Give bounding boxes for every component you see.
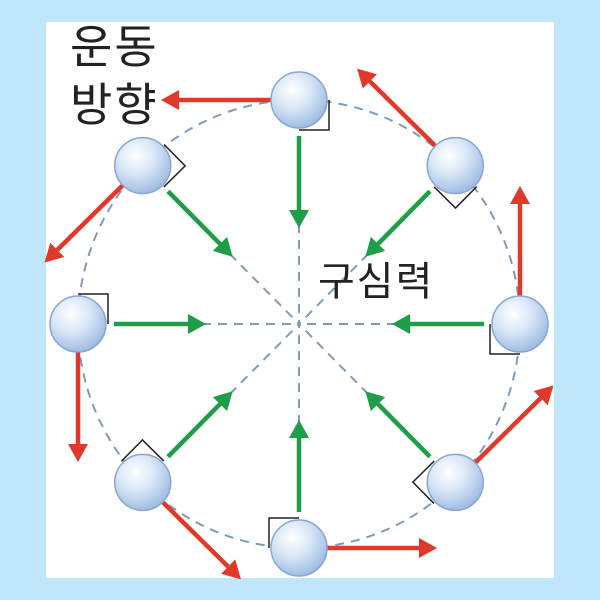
force-arrow-lower-right (365, 391, 432, 459)
motion-arrow-upper-right (357, 68, 437, 148)
force-arrow-bottom (289, 420, 309, 512)
force-arrow-left (114, 314, 206, 334)
ball-left (49, 295, 107, 353)
right-angle-mark-lower-left (120, 438, 165, 462)
motion-arrow-lower-right (473, 385, 554, 465)
force-arrow-upper-right (365, 189, 432, 257)
centripetal-force-label: 구심력 (318, 259, 435, 305)
radius-line-upper-right (298, 196, 426, 325)
right-angle-mark-left (78, 293, 109, 324)
motion-arrow-top (161, 90, 271, 110)
force-arrow-lower-left (166, 391, 233, 459)
radius-line-upper-left (172, 196, 300, 325)
right-angle-mark-top (299, 100, 330, 131)
motion-arrow-upper-left (44, 183, 125, 263)
ball-bottom (270, 519, 328, 577)
motion-arrow-right (510, 186, 530, 296)
motion-arrow-left (68, 352, 88, 462)
right-angle-mark-upper-right (433, 186, 478, 210)
right-angle-mark-bottom (268, 517, 299, 548)
ball-upper-left (113, 136, 172, 195)
motion-direction-label-line2: 방향 (70, 78, 159, 132)
ball-right (491, 295, 549, 353)
force-arrow-top (289, 136, 309, 228)
force-arrow-right (392, 314, 484, 334)
ball-top (270, 71, 328, 129)
right-angle-mark-upper-left (163, 144, 187, 188)
radius-line-lower-left (172, 323, 300, 452)
right-angle-mark-right (489, 324, 520, 355)
right-angle-mark-lower-right (411, 460, 435, 504)
motion-arrow-lower-left (161, 500, 241, 580)
force-arrow-upper-left (166, 189, 233, 257)
ball-lower-left (113, 453, 172, 512)
motion-arrow-bottom (327, 538, 437, 558)
ball-lower-right (426, 453, 485, 512)
ball-upper-right (426, 136, 485, 195)
motion-direction-label-line1: 운동 (70, 20, 159, 74)
radius-line-lower-right (298, 323, 426, 452)
